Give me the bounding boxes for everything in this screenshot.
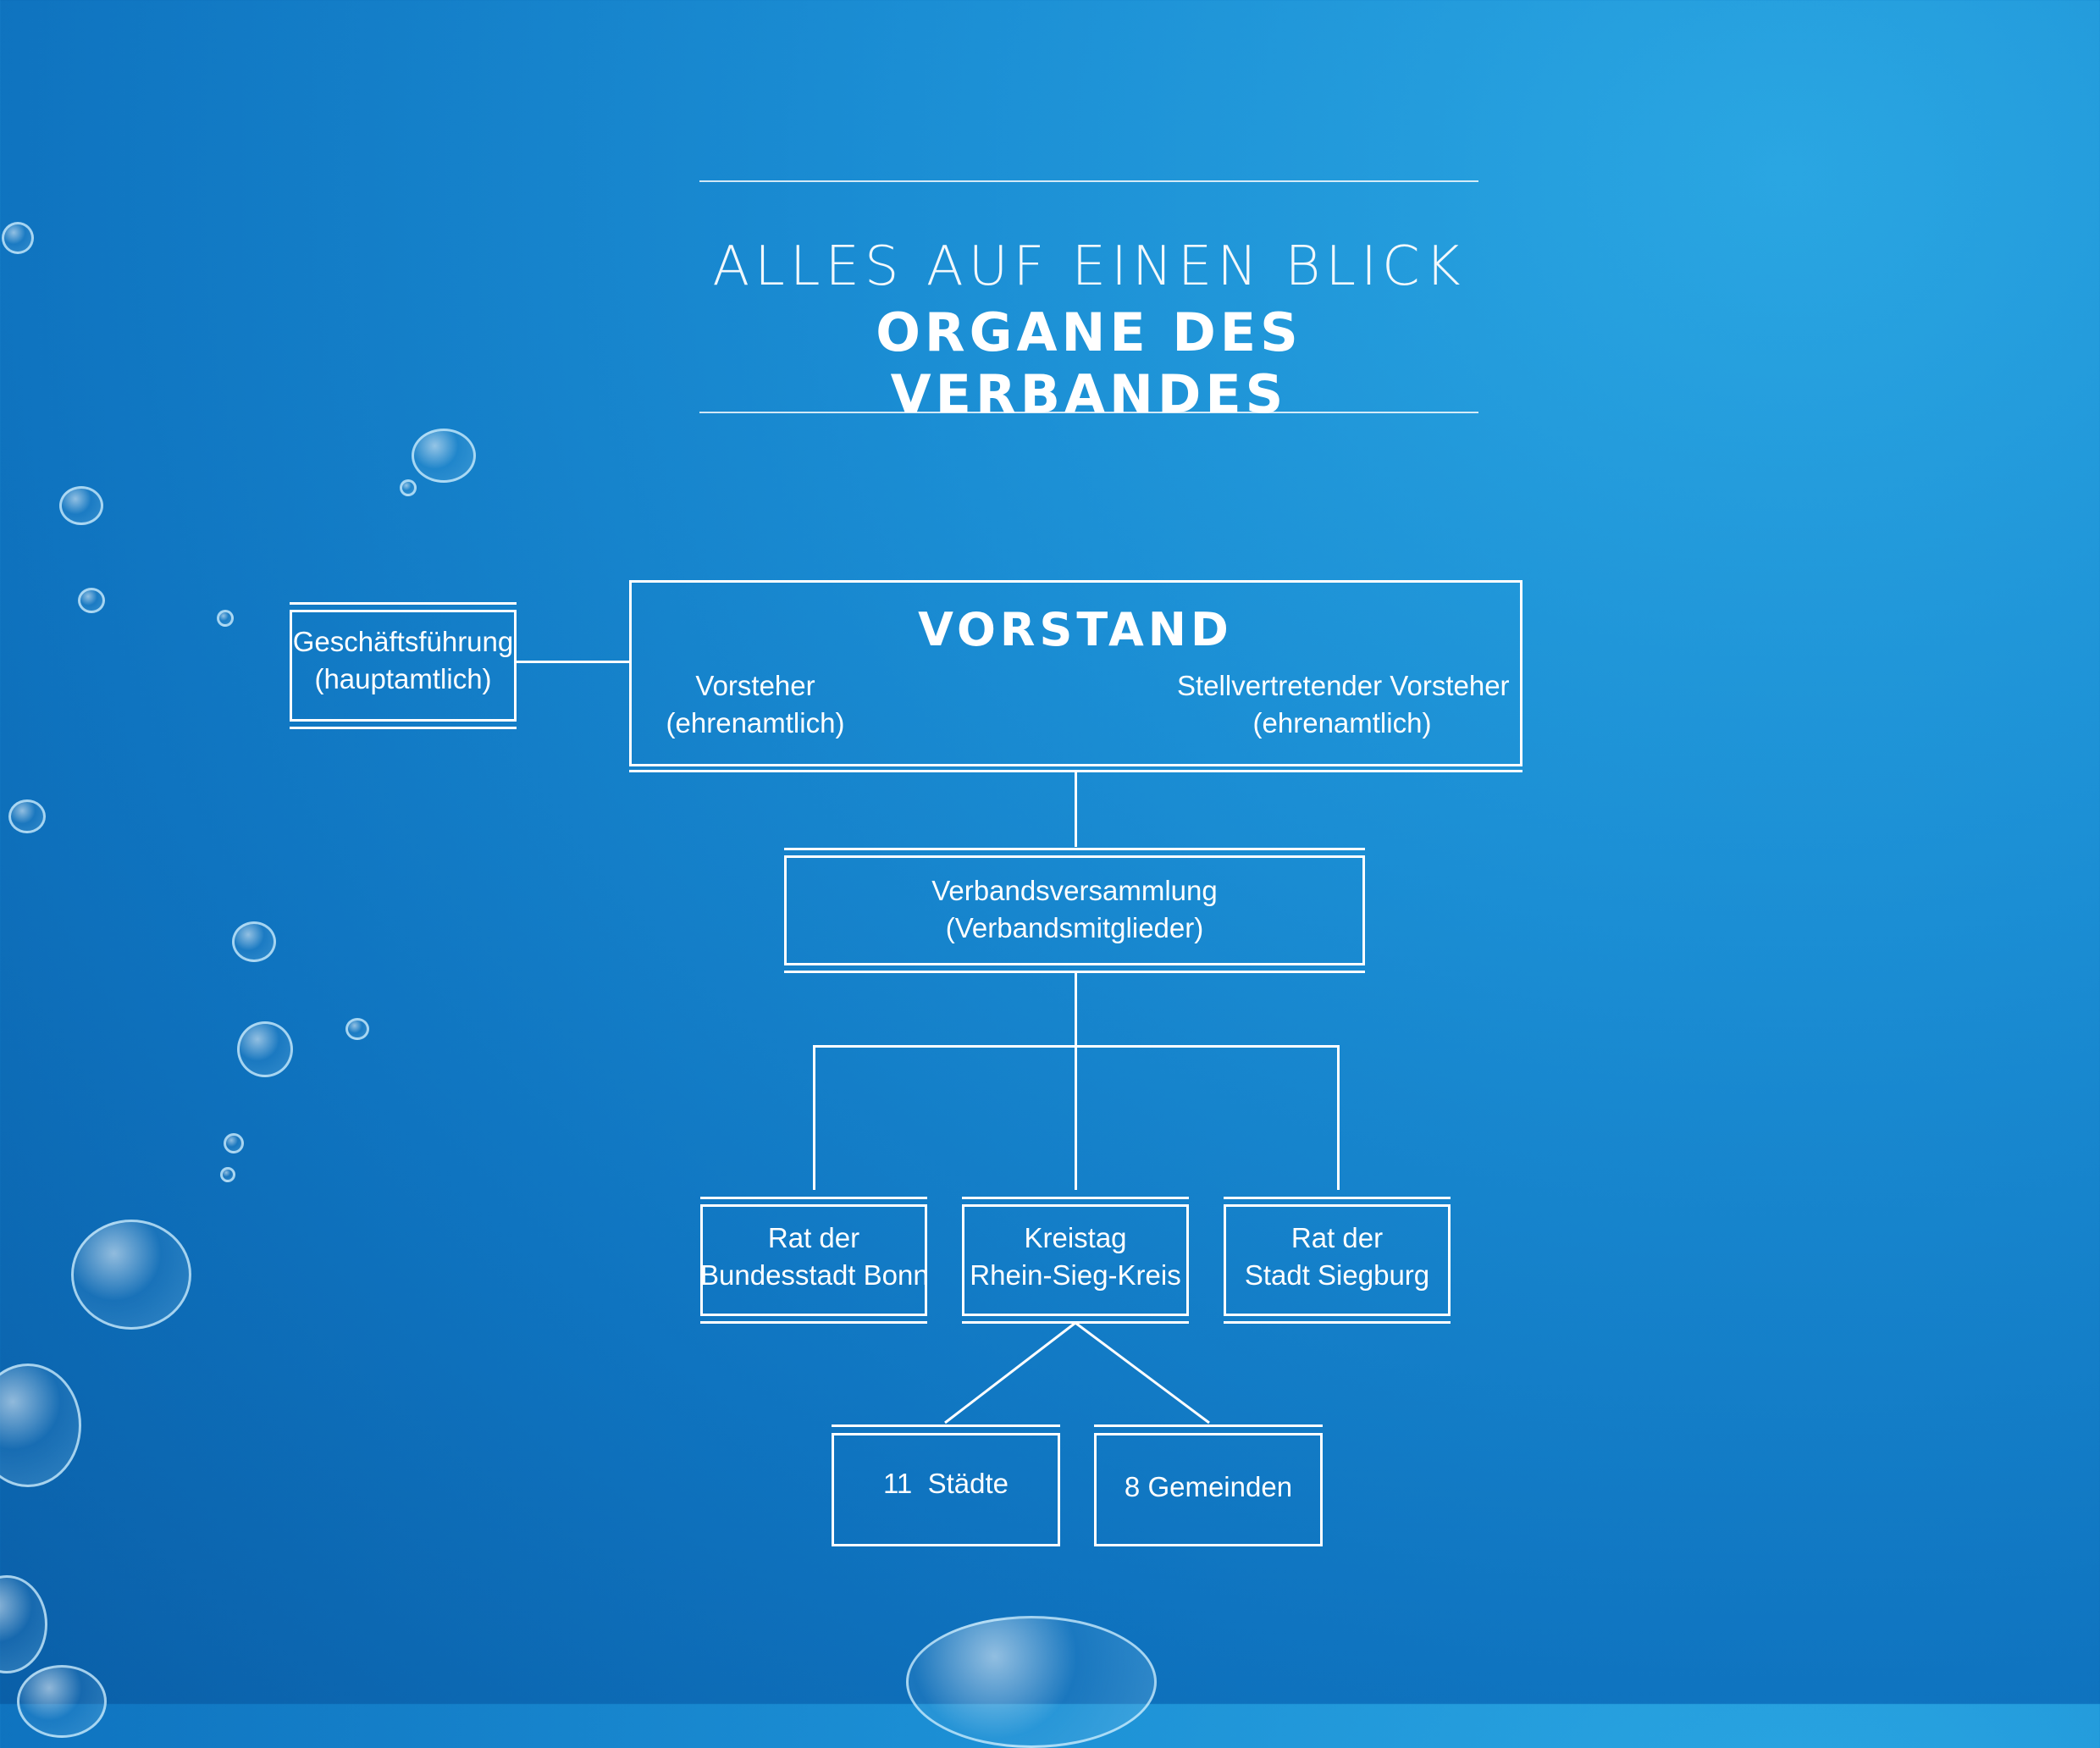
bubble-decoration xyxy=(400,479,417,496)
connector-line xyxy=(517,661,632,663)
member-label-bonn: Rat der Bundesstadt Bonn xyxy=(700,1220,929,1294)
versammlung-line-2: (Verbandsmitglieder) xyxy=(945,912,1204,943)
member-box-bonn xyxy=(700,1197,927,1324)
stellvertreter-line-1: Stellvertretender Vorsteher xyxy=(1177,670,1510,701)
member-rhein-sieg-line-1: Kreistag xyxy=(1024,1222,1127,1253)
member-siegburg-line-1: Rat der xyxy=(1290,1222,1384,1253)
header-rule-top xyxy=(699,180,1478,182)
geschaeftsfuehrung-label: Geschäftsführung (hauptamtlich) xyxy=(290,623,517,698)
bubble-decoration xyxy=(8,799,46,833)
versammlung-label: Verbandsversammlung (Verbandsmitglieder) xyxy=(784,872,1365,947)
member-bonn-line-1: Rat der xyxy=(767,1222,860,1253)
bubble-decoration xyxy=(2,222,34,254)
stellvertreter-line-2: (ehrenamtlich) xyxy=(1252,707,1432,738)
bubble-decoration xyxy=(217,610,234,627)
bubble-decoration xyxy=(412,429,476,483)
member-box-rhein-sieg xyxy=(962,1197,1189,1324)
member-rhein-sieg-line-2: Rhein-Sieg-Kreis xyxy=(970,1259,1181,1291)
staedte-label: 11 Städte xyxy=(882,1468,1009,1499)
connector-line xyxy=(1075,772,1077,847)
bubble-decoration xyxy=(237,1021,293,1077)
vorsteher-line-1: Vorsteher xyxy=(695,670,815,701)
bubble-decoration xyxy=(59,486,103,525)
member-siegburg-line-2: Stadt Siegburg xyxy=(1244,1259,1430,1291)
stellvertreter-label: Stellvertretender Vorsteher (ehrenamtlic… xyxy=(1177,667,1510,742)
vorstand-box xyxy=(629,580,1522,766)
bubble-decoration xyxy=(71,1220,191,1330)
connector-line xyxy=(1075,971,1077,1190)
member-box-siegburg xyxy=(1224,1197,1451,1324)
vorsteher-label: Vorsteher (ehrenamtlich) xyxy=(637,667,874,742)
bubble-decoration xyxy=(220,1167,235,1182)
bubble-decoration xyxy=(232,921,276,962)
bubble-decoration xyxy=(345,1018,369,1040)
header-line-2: ORGANE DES VERBANDES xyxy=(876,301,1302,425)
gemeinden-box-topline xyxy=(1094,1424,1323,1427)
header-rule-bottom xyxy=(699,412,1478,413)
vorstand-box-underline xyxy=(629,770,1522,772)
geschaeftsfuehrung-line-1: Geschäftsführung xyxy=(292,626,514,657)
versammlung-box xyxy=(784,848,1365,973)
connector-line xyxy=(813,1045,1340,1048)
vorsteher-line-2: (ehrenamtlich) xyxy=(666,707,845,738)
header-line-1: ALLES AUF EINEN BLICK xyxy=(712,235,1466,298)
staedte-box xyxy=(832,1433,1060,1546)
gemeinden-label: 8 Gemeinden xyxy=(1124,1471,1293,1502)
bubble-decoration xyxy=(224,1133,244,1153)
connector-line xyxy=(1337,1045,1340,1190)
member-label-rhein-sieg: Kreistag Rhein-Sieg-Kreis xyxy=(962,1220,1189,1294)
gemeinden-box xyxy=(1094,1433,1323,1546)
connector-line xyxy=(813,1045,815,1190)
geschaeftsfuehrung-box xyxy=(290,602,517,729)
vorstand-title: VORSTAND xyxy=(918,603,1233,656)
bubble-decoration xyxy=(78,588,105,613)
connector-diagonals xyxy=(0,0,2100,1704)
geschaeftsfuehrung-line-2: (hauptamtlich) xyxy=(314,663,492,694)
staedte-box-topline xyxy=(832,1424,1060,1427)
member-bonn-line-2: Bundesstadt Bonn xyxy=(700,1259,929,1291)
versammlung-line-1: Verbandsversammlung xyxy=(931,875,1218,906)
member-label-siegburg: Rat der Stadt Siegburg xyxy=(1224,1220,1451,1294)
